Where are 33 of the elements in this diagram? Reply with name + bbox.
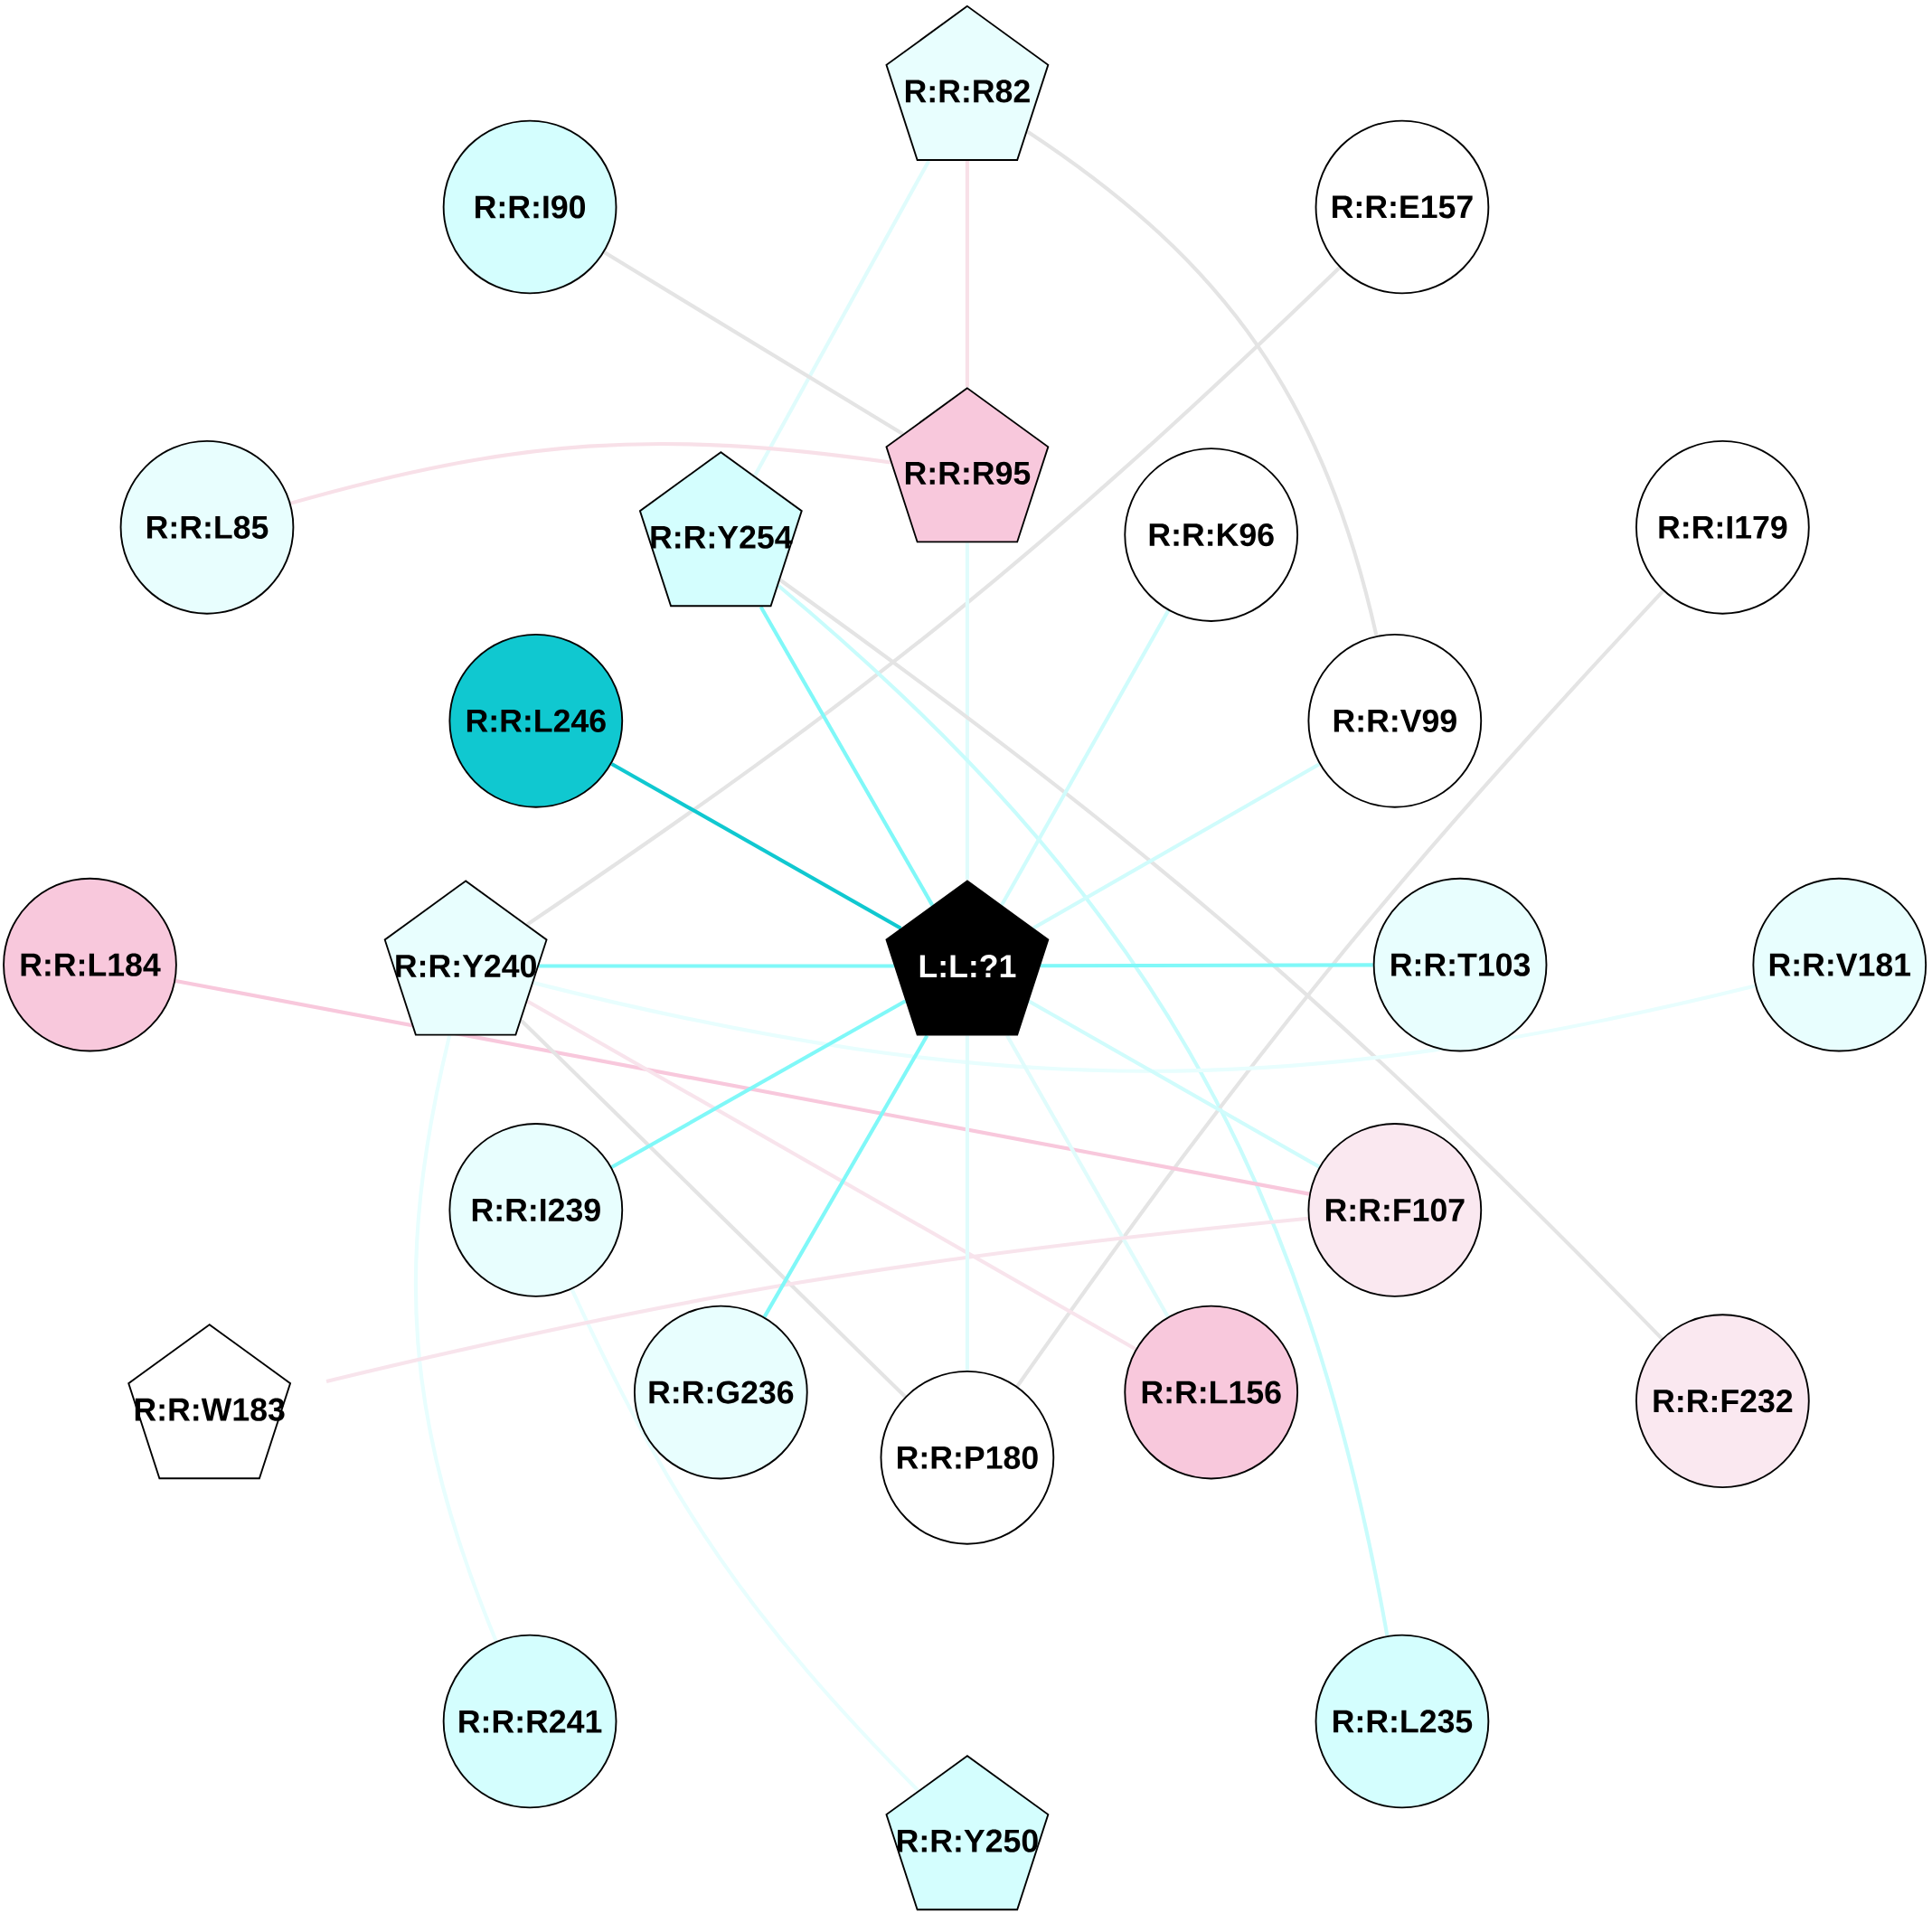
interaction-line	[1032, 762, 1321, 930]
interaction-line	[1026, 129, 1379, 636]
residue-pentagon: L:L:?1	[885, 880, 1050, 1036]
interaction-line	[1028, 999, 1321, 1169]
interaction-line	[1015, 589, 1665, 1388]
interaction-line	[610, 999, 907, 1169]
interaction-line	[753, 159, 931, 477]
residue-pentagon: R:R:Y254	[638, 451, 803, 608]
interaction-line	[965, 1035, 969, 1371]
interaction-line	[965, 542, 969, 881]
interaction-line	[290, 442, 891, 505]
interaction-line	[525, 266, 1342, 927]
interaction-line	[539, 964, 894, 968]
interaction-line	[777, 584, 1390, 1636]
interaction-line	[1005, 1034, 1170, 1318]
interaction-line	[603, 250, 904, 436]
interaction-line	[413, 1035, 498, 1642]
interaction-line	[762, 1034, 929, 1318]
interaction-line	[532, 981, 1756, 1073]
interaction-line	[520, 1019, 907, 1399]
interaction-line	[526, 999, 1137, 1351]
interaction-line	[325, 1216, 1309, 1383]
interaction-line	[610, 762, 902, 930]
interaction-line	[965, 160, 969, 388]
residue-pentagon: R:R:R82	[885, 5, 1050, 161]
interaction-line	[1040, 963, 1373, 968]
interaction-line	[1000, 609, 1171, 907]
interaction-line	[174, 978, 1310, 1196]
interaction-line	[778, 578, 1663, 1341]
interaction-line	[570, 1288, 919, 1792]
residue-pentagon: R:R:Y240	[383, 880, 548, 1036]
interaction-line	[759, 606, 935, 907]
residue-pentagon: R:R:R95	[885, 387, 1050, 543]
